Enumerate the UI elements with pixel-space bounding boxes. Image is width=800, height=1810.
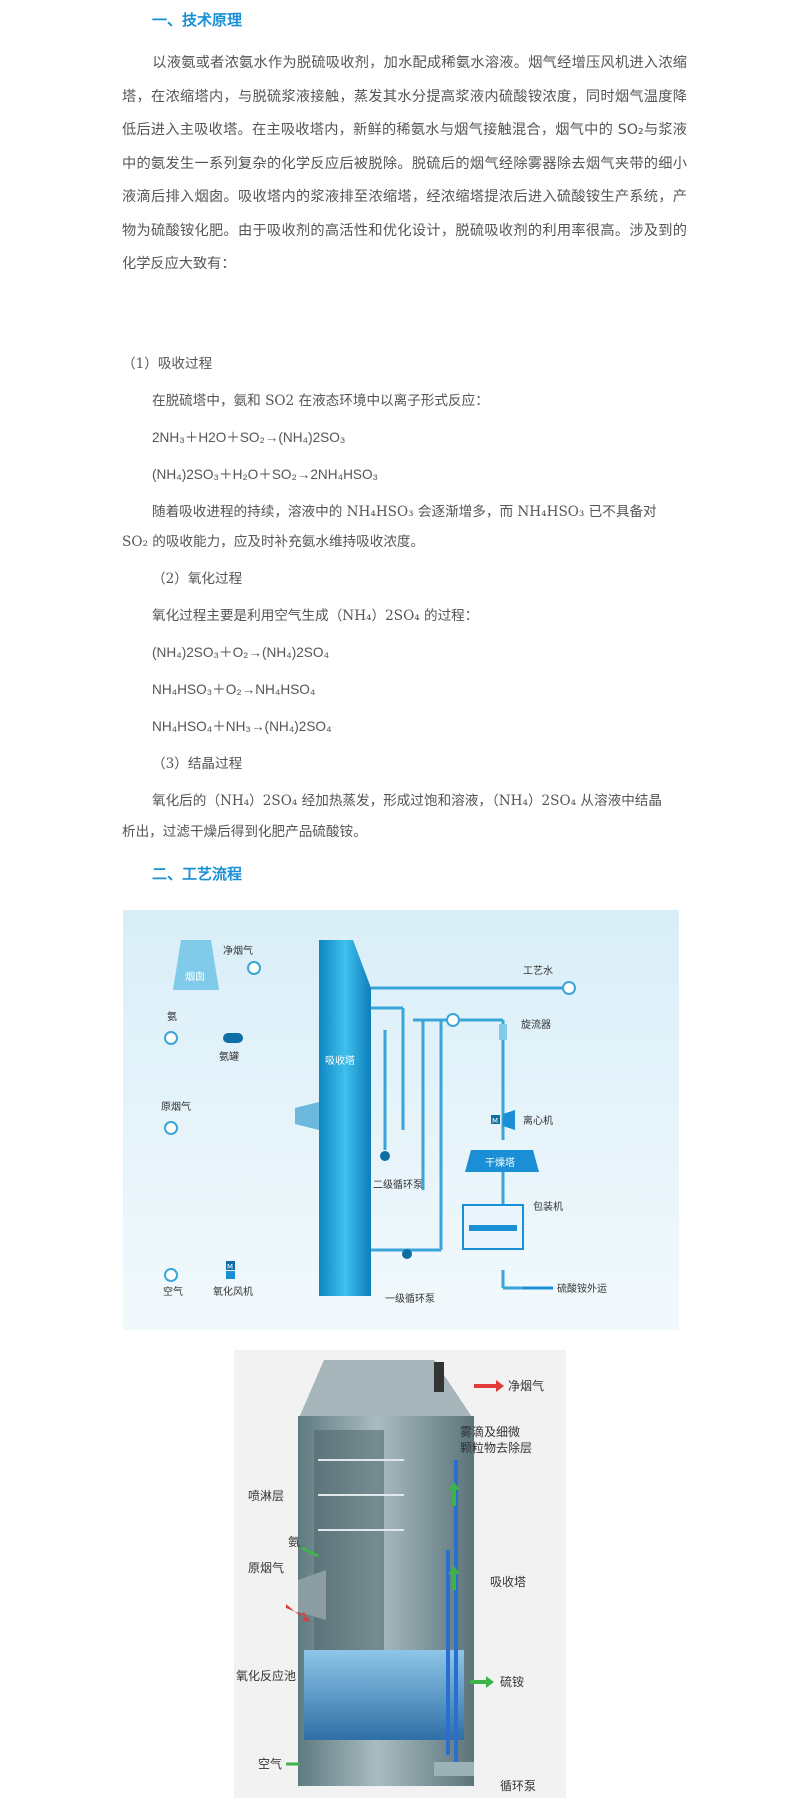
air-inlet-icon: [164, 1268, 178, 1282]
oxid-intro: 氧化过程主要是利用空气生成（NH₄）2SO₄ 的过程：: [152, 608, 479, 624]
pump2-label: 二级循环泵: [373, 1178, 423, 1191]
export-label: 硫酸铵外运: [557, 1282, 607, 1295]
circulation-pump-shape: [434, 1762, 474, 1776]
tower-cutaway: [314, 1430, 384, 1650]
absorber-label: 吸收塔: [325, 1054, 355, 1067]
equation-1: 2NH₃＋H2O＋SO₂→(NH₄)2SO₃: [152, 430, 346, 445]
ammonia-arrow-icon: [301, 1546, 319, 1558]
intro-paragraph: 以液氨或者浓氨水作为脱硫吸收剂，加水配成稀氨水溶液。烟气经增压风机进入浓缩塔，在…: [122, 55, 687, 272]
clean-gas-arrow-icon: [247, 961, 261, 975]
centrifuge-motor-label: M: [492, 1117, 498, 1125]
outlet-duct: [434, 1362, 444, 1392]
tower-top: [298, 1360, 474, 1420]
cyclone-feed-icon: [446, 1013, 460, 1027]
ammonia-label: 氨: [167, 1010, 177, 1023]
air-label: 空气: [258, 1756, 282, 1771]
pump2-icon: [380, 1151, 390, 1161]
process-water-label: 工艺水: [523, 965, 553, 977]
absorb-title: （1）吸收过程: [122, 356, 213, 372]
oxid-pool-label: 氧化反应池: [236, 1668, 296, 1683]
raw-gas-inlet-duct: [298, 1570, 326, 1620]
oxid-fan-motor-label: M: [227, 1263, 233, 1271]
equation-3: (NH₄)2SO₃＋O₂→(NH₄)2SO₄: [152, 645, 329, 660]
cryst-title: （3）结晶过程: [152, 756, 243, 772]
cryst-line2: 析出，过滤干燥后得到化肥产品硫酸铵。: [122, 824, 367, 840]
air-label: 空气: [163, 1285, 183, 1298]
process-water-icon: [562, 981, 576, 995]
section-title-principle: 一、技术原理: [152, 11, 243, 29]
absorb-note-line1: 随着吸收进程的持续，溶液中的 NH₄HSO₃ 会逐渐增多，而 NH₄HSO₃ 已…: [152, 504, 657, 520]
cyclone-shape: [499, 1024, 507, 1040]
ammonia-label: 氨: [288, 1535, 300, 1549]
equation-5: NH₄HSO₄＋NH₃→(NH₄)2SO₄: [152, 719, 332, 734]
dryer-label: 干燥塔: [485, 1156, 515, 1169]
absorb-intro: 在脱硫塔中，氨和 SO2 在液态环境中以离子形式反应：: [152, 393, 489, 409]
absorber-tower-diagram: 净烟气 雾滴及细微 颗粒物去除层 喷淋层 氨 原烟气 吸收塔 氧化反应池 硫铵 …: [234, 1350, 566, 1798]
cyclone-label: 旋流器: [521, 1018, 551, 1031]
packer-belt: [469, 1225, 517, 1231]
absorber-tower-shape: [319, 940, 371, 1296]
upflow-arrow-2-icon: [448, 1566, 460, 1590]
chimney-shape: [173, 940, 219, 990]
absorb-note-line2: SO₂ 的吸收能力，应及时补充氨水维持吸收浓度。: [122, 534, 425, 550]
centrifuge-label: 离心机: [523, 1114, 553, 1127]
cryst-line1: 氧化后的（NH₄）2SO₄ 经加热蒸发，形成过饱和溶液，（NH₄）2SO₄ 从溶…: [152, 793, 662, 809]
centrifuge-shape: [503, 1110, 515, 1130]
raw-gas-arrow-icon: [286, 1604, 310, 1622]
clean-gas-label: 净烟气: [223, 944, 253, 957]
oxid-title: （2）氧化过程: [152, 571, 243, 587]
mist-label-1: 雾滴及细微: [460, 1424, 520, 1439]
ammonia-tank-label: 氨罐: [219, 1050, 239, 1063]
raw-gas-inlet-icon: [164, 1121, 178, 1135]
upflow-arrow-icon: [448, 1482, 460, 1506]
pump1-icon: [402, 1249, 412, 1259]
clean-gas-arrow-icon: [474, 1380, 504, 1392]
oxid-fan-label: 氧化风机: [213, 1285, 253, 1298]
raw-gas-label: 原烟气: [161, 1100, 191, 1113]
raw-gas-duct: [295, 1102, 319, 1130]
sulfate-label: 硫铵: [500, 1674, 524, 1689]
raw-gas-label: 原烟气: [248, 1560, 284, 1575]
ammonia-tank-shape: [223, 1033, 243, 1043]
packer-label: 包装机: [533, 1200, 563, 1213]
pump1-label: 一级循环泵: [385, 1292, 435, 1305]
dryer-shape: [465, 1150, 539, 1172]
equation-2: (NH₄)2SO₃＋H₂O＋SO₂→2NH₄HSO₃: [152, 467, 379, 482]
absorber-label: 吸收塔: [490, 1575, 526, 1589]
ammonia-inlet-icon: [164, 1031, 178, 1045]
section-title-process: 二、工艺流程: [152, 865, 243, 883]
sulfate-arrow-icon: [470, 1676, 494, 1688]
oxid-fan-motor-icon: [226, 1261, 235, 1270]
chimney-label: 烟囱: [185, 970, 205, 983]
equation-4: NH₄HSO₃＋O₂→NH₄HSO₄: [152, 682, 316, 697]
process-flow-diagram: 烟囱 吸收塔 M: [123, 910, 679, 1330]
spray-label: 喷淋层: [248, 1489, 284, 1503]
mist-label-2: 颗粒物去除层: [460, 1440, 532, 1455]
oxidation-pool: [304, 1650, 464, 1740]
oxid-fan-body: [226, 1271, 235, 1279]
centrifuge-motor-icon: [491, 1115, 500, 1124]
clean-gas-label: 净烟气: [508, 1378, 544, 1393]
pump-label: 循环泵: [500, 1779, 536, 1793]
